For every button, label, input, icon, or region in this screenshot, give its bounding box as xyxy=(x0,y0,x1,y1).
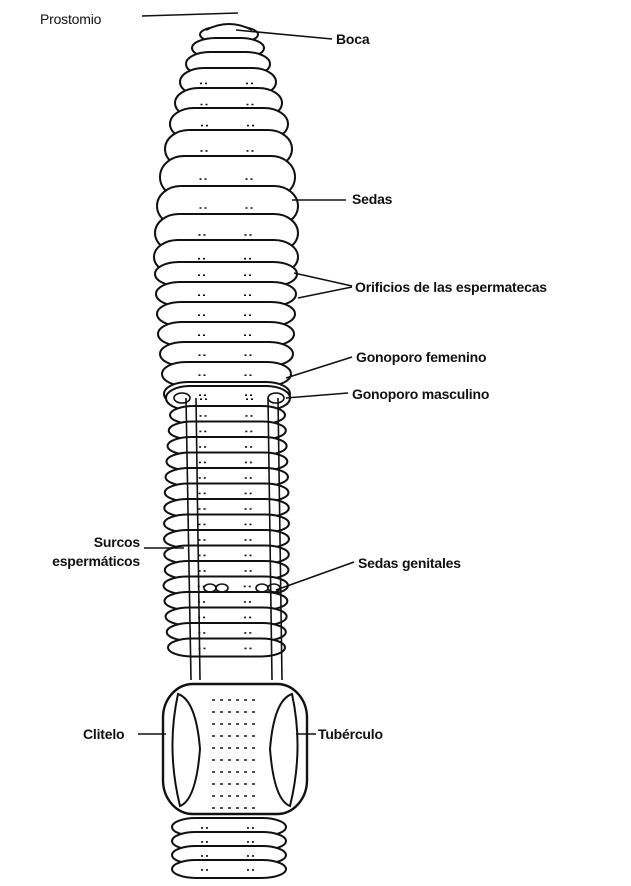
label-clitelo: Clitelo xyxy=(83,726,124,742)
body-segment xyxy=(168,639,285,657)
label-tuberculo: Tubérculo xyxy=(318,726,383,742)
leader-orificios-2 xyxy=(298,287,352,298)
prostomium-tip xyxy=(206,24,252,30)
label-surcos-line2: espermáticos xyxy=(10,553,140,569)
label-gonoporo-masculino: Gonoporo masculino xyxy=(352,386,489,402)
label-orificios-espermatecas: Orificios de las espermatecas xyxy=(355,279,547,295)
leader-gonoporo-femenino xyxy=(286,357,352,378)
label-sedas-genitales: Sedas genitales xyxy=(358,555,461,571)
label-gonoporo-femenino: Gonoporo femenino xyxy=(356,349,486,365)
leader-prostomio xyxy=(142,13,238,16)
leader-gonoporo-masculino xyxy=(286,393,348,398)
leader-orificios-1 xyxy=(294,273,352,286)
label-boca: Boca xyxy=(336,31,369,47)
label-sedas: Sedas xyxy=(352,191,392,207)
label-surcos-line1: Surcos xyxy=(60,534,140,550)
body-segment xyxy=(172,860,286,878)
label-prostomio: Prostomio xyxy=(40,11,101,27)
